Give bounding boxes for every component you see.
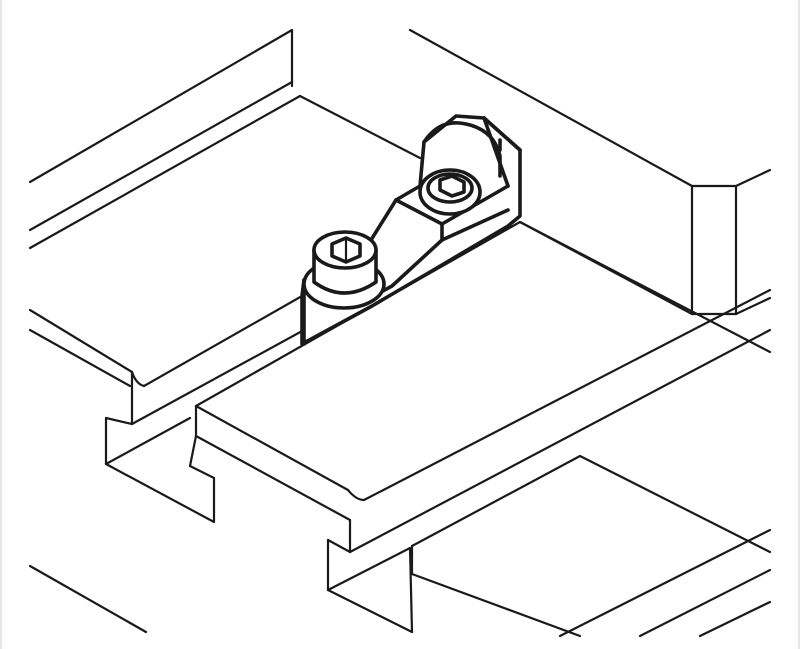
front-right-slab [410, 454, 772, 638]
clamp-body [300, 114, 522, 346]
bottom-left-edge [28, 564, 148, 634]
t-slot-front [326, 538, 414, 634]
t-slot-left [104, 416, 216, 524]
rear-socket-bolt [418, 168, 482, 216]
back-left-rail [28, 28, 422, 250]
center-rail [188, 220, 772, 554]
front-socket-bolt [302, 230, 386, 346]
left-table-slab [28, 294, 306, 426]
hex-socket-icon [438, 174, 466, 198]
clamp-claw [300, 114, 522, 346]
clamp-rear-head [422, 121, 502, 178]
back-right-rail [408, 28, 772, 316]
table-and-rails [28, 28, 772, 638]
